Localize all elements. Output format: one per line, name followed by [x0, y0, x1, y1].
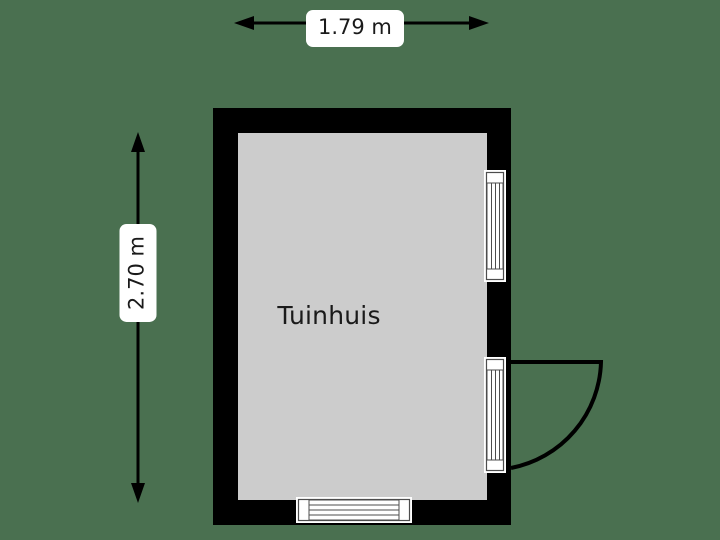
door-right-lower — [484, 357, 506, 473]
window-bottom — [296, 497, 412, 523]
room-floor — [238, 133, 487, 500]
window-right-upper — [484, 170, 506, 282]
building-walls — [213, 108, 511, 525]
dimension-label-width: 1.79 m — [306, 10, 404, 47]
room-name-label: Tuinhuis — [0, 303, 720, 328]
room-name-text: Tuinhuis — [277, 301, 381, 330]
door-swing-arc — [510, 360, 604, 470]
